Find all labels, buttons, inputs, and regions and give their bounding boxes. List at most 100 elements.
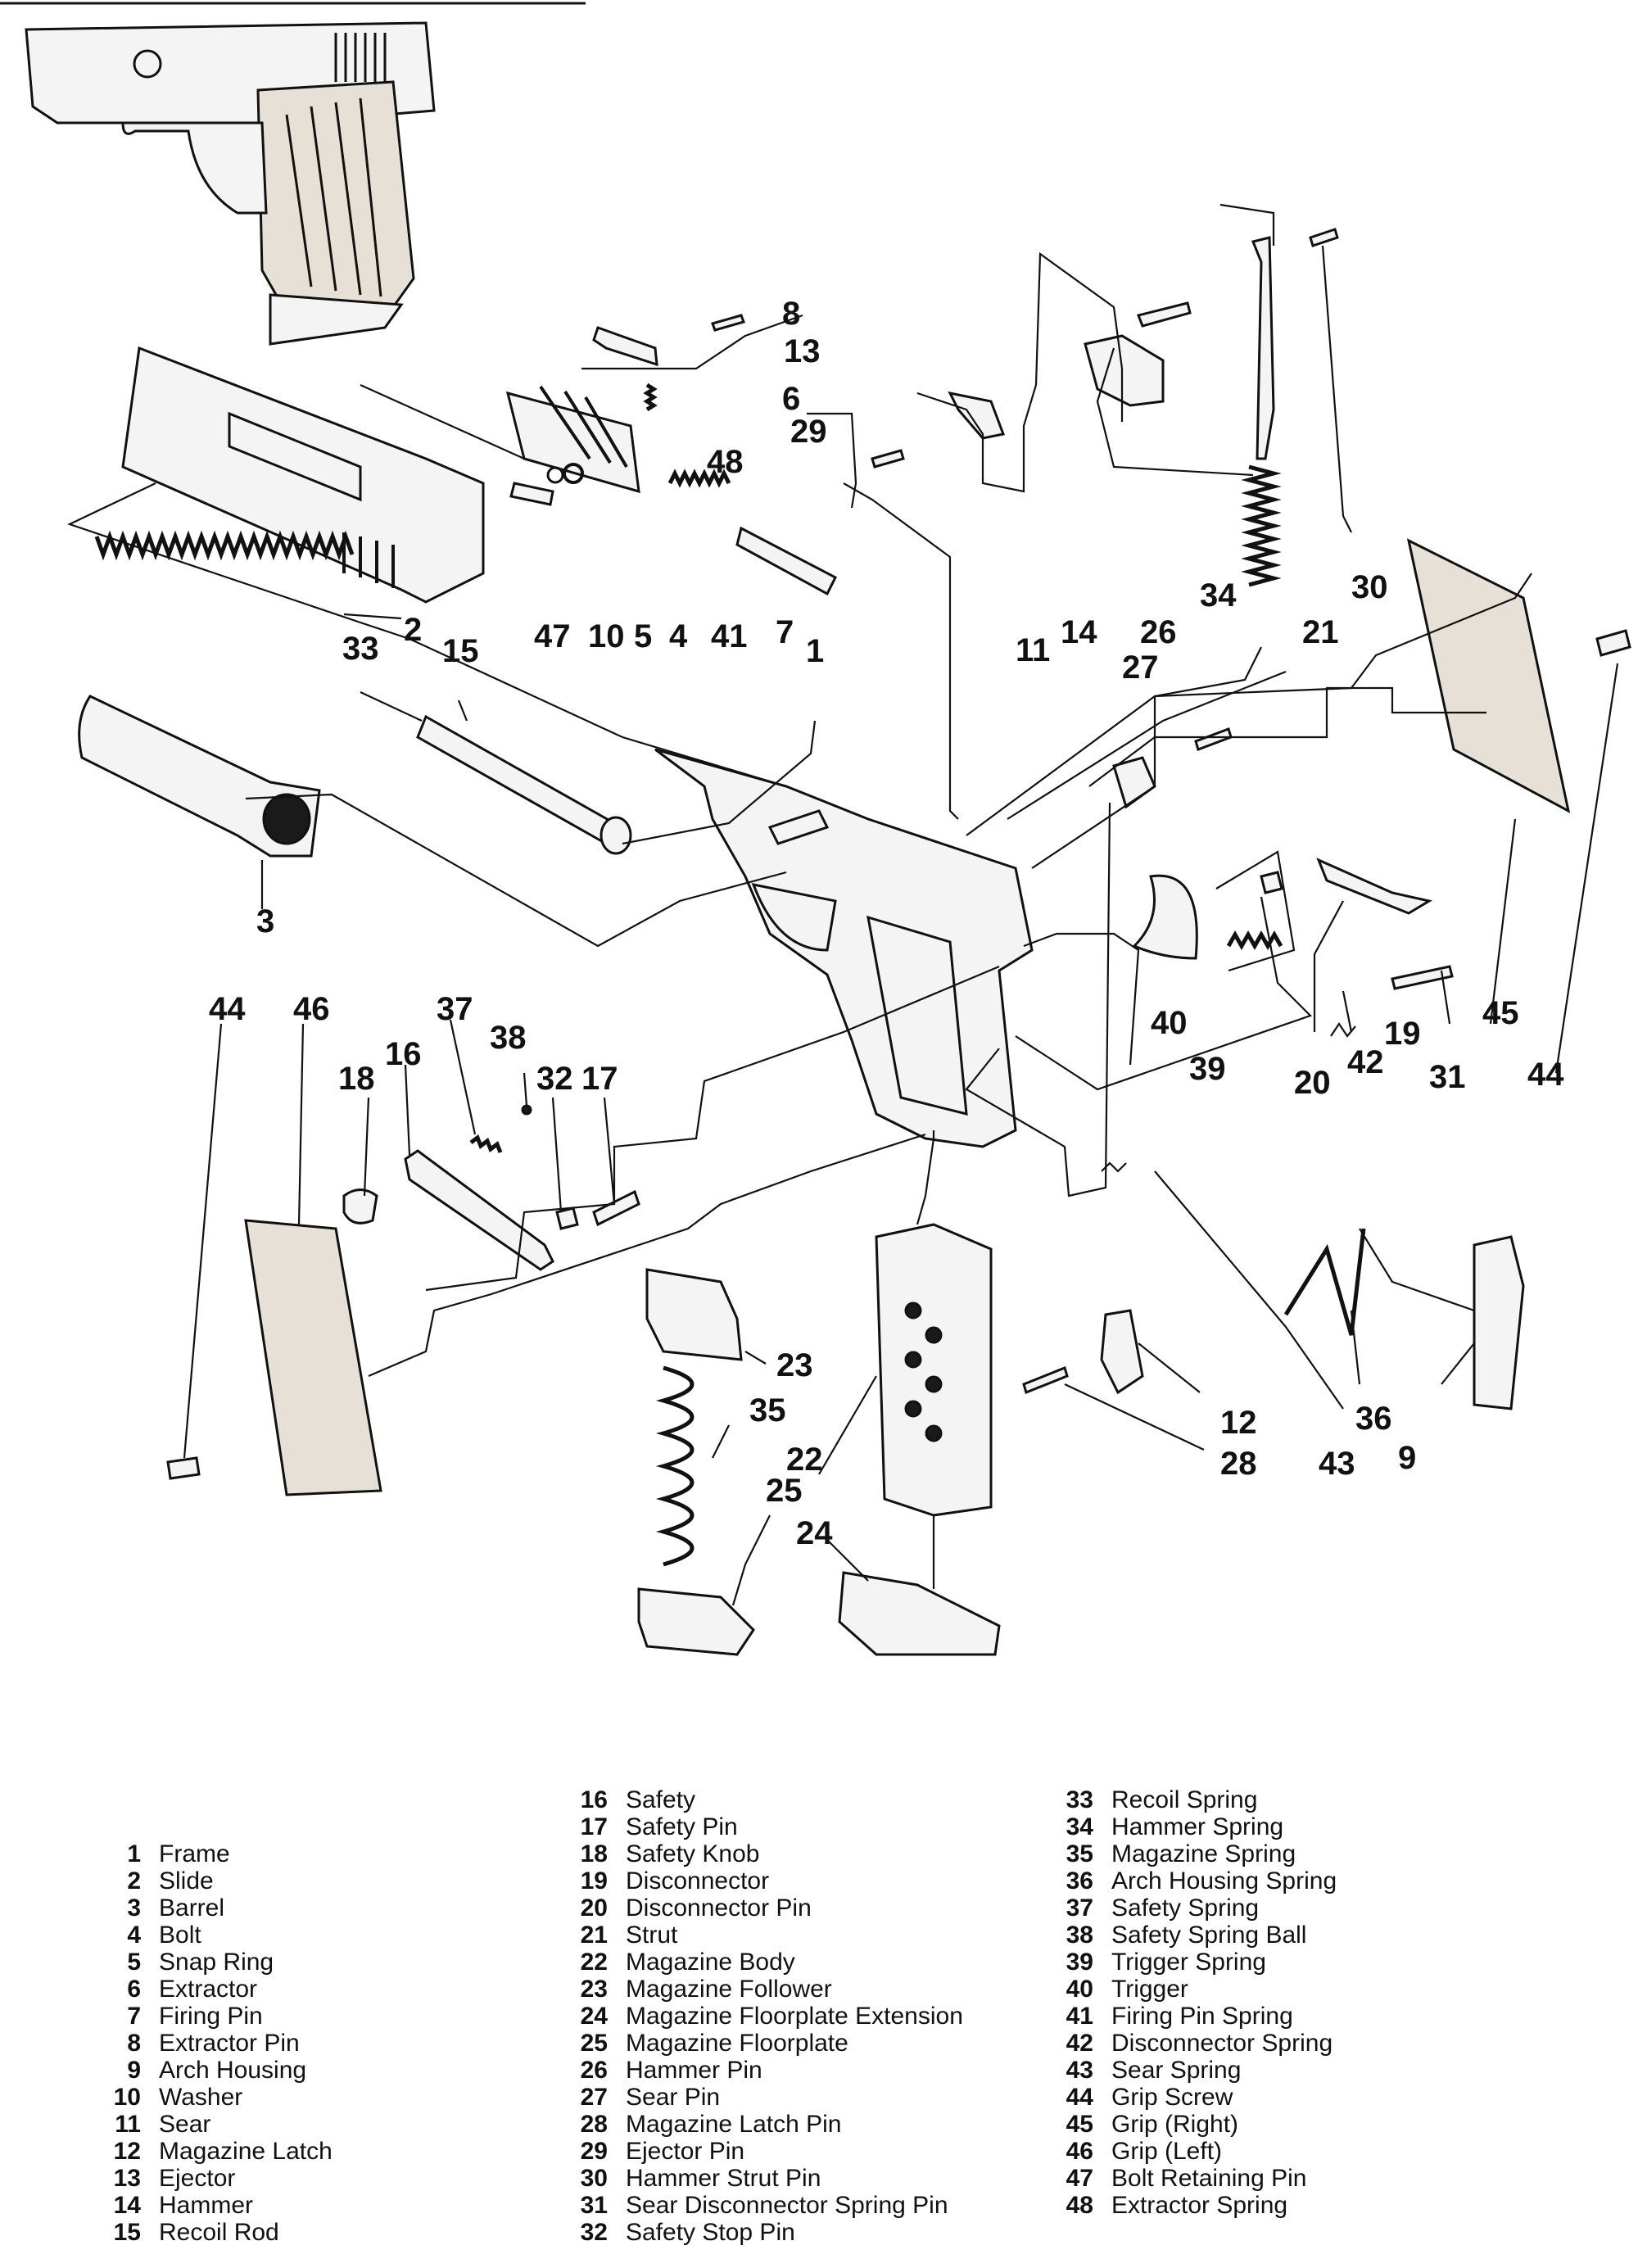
legend-part-number: 8 bbox=[127, 2030, 141, 2057]
callout-label: 47 bbox=[534, 618, 571, 654]
legend-part-name: Arch Housing bbox=[159, 2057, 307, 2084]
grip-right-part bbox=[1406, 538, 1571, 813]
legend-part-name: Grip (Left) bbox=[1111, 2138, 1223, 2165]
legend-part-number: 28 bbox=[580, 2111, 608, 2138]
callout-label: 19 bbox=[1384, 1016, 1421, 1052]
strut-part bbox=[1251, 236, 1275, 460]
callout-label: 29 bbox=[790, 414, 827, 450]
hammer-pin-part bbox=[1136, 301, 1192, 328]
legend-part-number: 3 bbox=[127, 1895, 141, 1922]
legend-part-name: Ejector bbox=[159, 2165, 236, 2192]
legend-part-number: 13 bbox=[113, 2165, 141, 2192]
magazine-latch-part bbox=[1100, 1309, 1144, 1395]
callout-label: 23 bbox=[776, 1347, 813, 1383]
legend-part-name: Ejector Pin bbox=[626, 2138, 745, 2165]
legend-entry: 11 Sear bbox=[106, 2111, 333, 2138]
legend-part-name: Disconnector bbox=[626, 1867, 770, 1895]
legend-part-number: 27 bbox=[580, 2084, 608, 2111]
sear-disconnector-spring-pin-part bbox=[1391, 965, 1454, 990]
grip-screw-left-part bbox=[166, 1456, 201, 1480]
legend-part-number: 18 bbox=[580, 1840, 608, 1867]
legend-part-name: Sear bbox=[159, 2111, 211, 2138]
legend-entry: 42 Disconnector Spring bbox=[1059, 2030, 1337, 2057]
legend-part-number: 9 bbox=[127, 2057, 141, 2084]
callout-label: 20 bbox=[1294, 1065, 1331, 1101]
callout-label: 6 bbox=[782, 381, 800, 417]
legend-part-number: 1 bbox=[127, 1840, 141, 1867]
legend-part-number: 20 bbox=[580, 1895, 608, 1922]
legend-part-number: 44 bbox=[1066, 2084, 1093, 2111]
legend-part-name: Safety Spring bbox=[1111, 1895, 1260, 1922]
magazine-floorplate-part bbox=[637, 1587, 755, 1656]
legend-part-number: 5 bbox=[127, 1949, 141, 1976]
legend-part-name: Bolt Retaining Pin bbox=[1111, 2165, 1307, 2192]
callout-label: 4 bbox=[669, 618, 688, 654]
legend-part-name: Snap Ring bbox=[159, 1949, 274, 1976]
frame-part bbox=[654, 748, 1034, 1148]
hammer-strut-pin-part bbox=[1309, 228, 1339, 247]
callout-label: 13 bbox=[784, 333, 821, 369]
callout-label: 12 bbox=[1220, 1405, 1257, 1441]
legend-part-name: Disconnector Pin bbox=[626, 1895, 812, 1922]
legend-entry: 9 Arch Housing bbox=[106, 2057, 333, 2084]
callout-label: 33 bbox=[342, 631, 379, 667]
magazine-follower-part bbox=[645, 1268, 743, 1361]
legend-part-name: Magazine Spring bbox=[1111, 1840, 1296, 1867]
safety-spring-ball-part bbox=[521, 1104, 532, 1116]
callout-label: 32 bbox=[536, 1061, 573, 1097]
callout-label: 42 bbox=[1347, 1044, 1384, 1080]
safety-spring-part bbox=[469, 1134, 503, 1153]
legend-part-number: 46 bbox=[1066, 2138, 1093, 2165]
grip-screw-right-part bbox=[1595, 629, 1631, 657]
legend-entry: 20 Disconnector Pin bbox=[573, 1895, 963, 1922]
legend-part-number: 42 bbox=[1066, 2030, 1093, 2057]
legend-part-name: Safety bbox=[626, 1786, 696, 1813]
legend-part-name: Safety Spring Ball bbox=[1111, 1922, 1307, 1949]
callout-labels: 1 2 3 4 5 6 7 8 9 10 11 12 13 14 15 16 1… bbox=[209, 296, 1564, 1551]
legend-part-number: 39 bbox=[1066, 1949, 1093, 1976]
callout-label: 44 bbox=[1527, 1057, 1564, 1093]
legend-part-number: 12 bbox=[113, 2138, 141, 2165]
arch-housing-part bbox=[1473, 1235, 1525, 1410]
callout-label: 25 bbox=[766, 1473, 803, 1509]
callout-label: 40 bbox=[1151, 1005, 1188, 1041]
legend-part-number: 19 bbox=[580, 1867, 608, 1895]
recoil-spring-part bbox=[94, 530, 355, 561]
legend-part-name: Firing Pin Spring bbox=[1111, 2003, 1293, 2030]
legend-part-name: Disconnector Spring bbox=[1111, 2030, 1333, 2057]
callout-label: 27 bbox=[1122, 650, 1159, 686]
legend-part-name: Arch Housing Spring bbox=[1111, 1867, 1337, 1895]
legend-part-name: Sear Pin bbox=[626, 2084, 721, 2111]
callout-label: 16 bbox=[385, 1036, 422, 1072]
legend-part-name: Grip (Right) bbox=[1111, 2111, 1239, 2138]
callout-label: 39 bbox=[1189, 1051, 1226, 1087]
extractor-spring-part bbox=[643, 383, 658, 412]
legend-part-number: 11 bbox=[115, 2111, 141, 2138]
callout-label: 22 bbox=[786, 1442, 823, 1478]
legend-part-name: Magazine Latch Pin bbox=[626, 2111, 842, 2138]
legend-part-number: 10 bbox=[113, 2084, 141, 2111]
legend-part-name: Hammer Pin bbox=[626, 2057, 762, 2084]
legend-part-number: 45 bbox=[1066, 2111, 1093, 2138]
legend-part-number: 43 bbox=[1066, 2057, 1093, 2084]
callout-label: 38 bbox=[490, 1020, 527, 1056]
legend-part-name: Recoil Rod bbox=[159, 2219, 279, 2246]
sear-pin-part bbox=[1194, 727, 1233, 751]
legend-part-number: 47 bbox=[1066, 2165, 1093, 2192]
